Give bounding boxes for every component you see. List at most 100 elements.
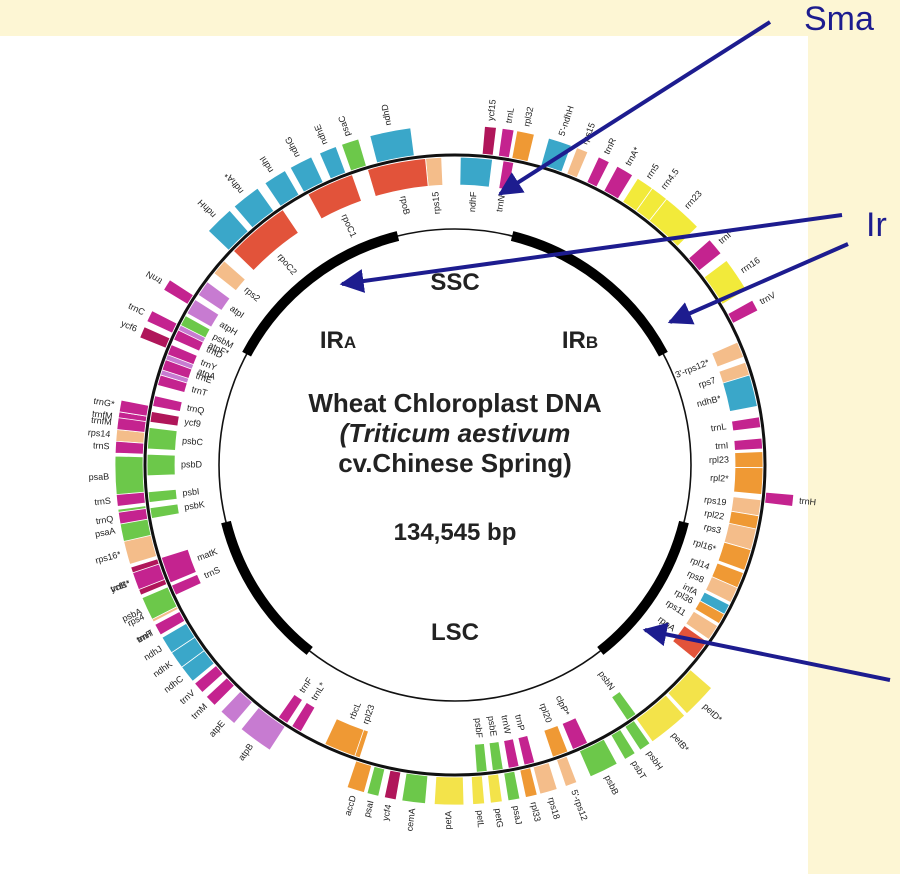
gene-label: psaC [336,114,352,138]
gene-block [207,209,249,251]
genome-inner-ring [218,228,692,702]
gene-block [205,677,235,706]
gene-label: ycf6 [120,318,139,334]
gene-block [474,743,488,773]
region-label-ssc: SSC [430,269,479,296]
gene-block [186,298,220,328]
gene-label: 5'-ndhH [557,104,576,137]
gene-block [722,374,758,413]
gene-block [146,310,178,334]
gene-block [470,775,486,805]
genome-outer-ring [143,153,767,777]
gene-label: atpE [207,718,227,738]
gene-block [648,198,699,247]
gene-block [635,694,686,743]
gene-label: rps16* [94,549,122,566]
gene-block [425,156,444,187]
gene-block [152,395,183,413]
gene-label: atpB [236,742,255,763]
gene-block [116,417,147,433]
gene-label: 5'-rps12 [569,788,589,822]
gene-block [603,165,634,200]
gene-block [383,769,402,801]
gene-block [503,770,521,802]
gene-label: rpoB [398,195,411,216]
gene-label: ndhI [258,154,276,174]
gene-block [733,467,764,495]
gene-label: ycf9 [184,417,202,429]
gene-block [149,503,180,519]
gene-block [433,775,465,806]
gene-block [157,374,188,394]
gene-label: petA [443,811,453,830]
gene-label: petG [493,808,505,829]
ira-left-arc [221,520,313,655]
gene-label: rpl23 [360,703,376,725]
gene-label: ycf4 [380,804,393,822]
gene-label: rpoC1 [340,212,359,238]
gene-label: psbN [597,669,617,692]
gene-label: trnC [127,301,147,318]
ira-arc [242,231,400,357]
gene-label: ndhD [379,103,393,127]
arrow-ssc [497,20,772,196]
gene-block [711,341,745,368]
gene-label: trnV [178,688,197,706]
gene-block [511,130,535,163]
gene-block [519,767,538,799]
gene-label: trnR [602,136,619,156]
region-label-ira: IRA [320,327,356,354]
gene-label: trnS [202,565,221,581]
gene-block [173,329,204,352]
gene-label: ndhE [312,123,329,146]
gene-label: rpl23 [709,455,729,465]
gene-label: psbK [183,499,205,512]
gene-block [556,755,578,787]
gene-label: trnS [94,496,111,508]
gene-block [161,359,193,379]
gene-label: ycf15 [486,99,498,121]
gene-block [123,534,158,565]
gene-block [488,741,504,772]
gene-block [566,147,589,179]
gene-block [610,729,636,760]
gene-label: 3'-rps12* [674,357,711,380]
gene-block [543,724,569,758]
gene-label: ndhG [283,135,302,159]
gene-block [517,734,536,766]
gene-block [166,344,198,366]
gene-block [624,720,651,751]
gene-block [487,773,503,804]
gene-block [197,281,231,312]
gene-label: ndhB* [696,393,723,409]
gene-label: psaB [89,471,110,482]
gene-block [733,437,763,451]
callout-inverted-repeat: Ir [866,206,887,244]
gene-label: rpl20 [538,702,554,724]
gene-label: trnQ [186,403,205,416]
region-label-irb: IRB [562,327,598,354]
gene-block [481,125,497,156]
cultivar-name: cv.Chinese Spring) [338,448,572,478]
gene-label: accD [342,794,358,817]
gene-block [277,693,304,724]
gene-label: rpl33 [529,801,543,823]
gene-label: rpl22 [703,508,725,522]
gene-block [114,455,145,499]
gene-label: trnfM [91,408,113,421]
gene-label: psbB [603,774,621,797]
gene-block [369,127,415,164]
genome-title: Wheat Chloroplast DNA [308,388,601,418]
gene-block [688,239,722,272]
gene-label: rrn16 [739,255,762,275]
gene-block [346,760,373,794]
gene-label: ndhK [151,659,174,679]
gene-block [139,326,171,349]
gene-block [401,772,429,805]
gene-block [366,765,386,797]
gene-block [731,416,762,432]
gene-label: clpP* [554,694,572,718]
gene-label: trnH [135,628,155,645]
arrow-ira [339,213,843,293]
gene-block [193,664,224,694]
